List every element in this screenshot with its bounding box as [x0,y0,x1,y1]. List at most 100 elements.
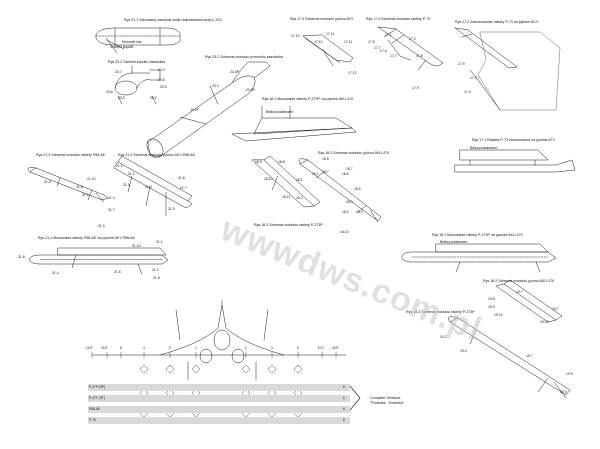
p88ae-missile-drawing [27,167,109,203]
loadout-row-band [88,406,350,413]
figure-caption: Rys.21.3 Schemat montażu rakiety P88-AE [36,153,106,157]
figure-caption: Rys.23.2 Schemat montażu przewodu zasobn… [205,55,283,59]
p273p-mount-detail [448,316,571,399]
part-callout: 23.6 [106,90,113,94]
part-callout: 18.9 [255,160,262,164]
loadout-row-name: P88-AE [89,407,100,411]
loadout-row-name: P-27Т (ЭТ) [89,396,105,400]
loadout-row-count: 6 [343,385,345,389]
loadout-row-count: 6 [343,418,345,422]
part-callout: 19.4 [460,349,467,353]
part-callout: 21.10 [132,244,141,248]
figure-caption: Rys.18.2 Schemat montażu pylonu AKU-470 [318,151,390,155]
part-callout: 17.5 [368,40,375,44]
part-callout: 18.5 [342,172,349,176]
annotation-label: Belka podwieszeń [266,110,294,114]
part-callout: 23.1P [190,108,199,112]
part-callout: 21.9 [98,224,105,228]
part-callout: 18.1 [296,178,303,182]
part-callout: 23.2 [150,96,157,100]
part-callout: 21.9 [168,207,175,211]
part-callout: 18.10 [340,230,349,234]
p73-bcv-mount-drawing [454,27,561,111]
figure-caption: Rys.17.2 Zamocowanie rakiety P-73 na pyl… [455,20,539,24]
station-label: OUT [86,346,93,350]
part-callout: 19.6 [560,390,567,394]
station-label: 3 [271,346,273,350]
loadout-row-band [88,384,350,391]
p73-atv-side-drawing [454,149,576,173]
figure-caption: Rys.17.4 Schemat montażu rakiety P-73 [366,17,431,21]
part-callout: 18.11 [282,195,291,199]
aku470-mount-detail [495,279,563,323]
station-label: 5 [297,346,299,350]
p88ae-on-pylon-drawing [29,247,169,275]
loadout-row-count: 6 [343,407,345,411]
part-callout: 21.2 [152,268,159,272]
station-label: 8 [120,346,122,350]
loadout-row-name: P-73 [89,418,96,422]
pylon-atv-drawing [302,34,354,67]
station-label: 2 [169,346,171,350]
part-callout: 19.7 [516,290,523,294]
part-callout: 17.11 [326,32,335,36]
part-callout: 18.10 [264,177,273,181]
figure-caption: Rys.21.2 Schemat montażu pylonu AKY-P88-… [118,153,195,157]
station-label: OUT [101,346,108,350]
aircraft-front-view [91,299,347,381]
part-callout: 17.8 [416,54,423,58]
part-callout: 17.12 [348,71,357,75]
part-callout: 21.6 [114,270,121,274]
part-callout: 23.7 [115,70,122,74]
part-callout: 21.1 [156,240,163,244]
part-callout: 18.3 [346,200,353,204]
part-callout: 21.3 [123,183,130,187]
figure-caption: Rys.23.2 Szkielet kopułki zasobnika [108,60,166,64]
part-callout: 23.8 [158,78,165,82]
part-callout: 19.2 [440,335,447,339]
part-callout: 23.2 [212,84,219,88]
part-callout: 19.1 [312,172,319,176]
part-callout: 17.7 [390,54,397,58]
figure-caption: Rys.17.3 Schemat montażu pylonu ATV [290,17,354,21]
figure-caption: Rys.18.3 Schemat montażu rakiety P-273P [406,310,475,314]
part-callout: 17.9 [412,86,419,90]
legend-line-2: "Podeńka - Podeńka" [370,401,405,405]
part-callout: 23.3 [118,96,125,100]
aku470-pylon-drawing [251,155,321,208]
part-callout: 19.9 [488,305,495,309]
part-callout: 21.2 [128,172,135,176]
annotation-label: Belka podwieszeń [470,146,498,150]
legend-arrow [349,385,361,411]
part-callout: 23.8P [246,88,255,92]
part-callout: 18.7 [322,170,329,174]
part-callout: 17.11 [344,40,353,44]
p273p-missile-drawing [298,158,382,223]
station-ticks [91,351,337,359]
loadout-row-band [88,417,350,424]
station-label: 4 [143,346,145,350]
part-callout: 17.10 [291,34,300,38]
part-callout: 23.4 [158,68,165,72]
ecm-pod-drawing [95,27,181,54]
part-callout: 18.4 [356,210,363,214]
pod-mount-drawing [146,61,271,158]
legend-line-1: Complete Versions: [370,396,402,400]
part-callout: 21.3 [145,185,152,189]
part-callout: 17.4 [464,90,471,94]
station-label: 1 [195,346,197,350]
loadout-row-count: 6 [343,396,345,400]
part-callout: 23.3P [230,70,239,74]
part-callout: 17.9 [458,62,465,66]
part-callout: 21.8 [178,176,185,180]
part-callout: 18.8 [278,160,285,164]
station-label: 2 [245,346,247,350]
loadout-row-name: P-27P (ЭР) [89,385,106,389]
station-label: ECT [318,346,325,350]
part-callout: 21.8 [44,180,51,184]
part-callout: 21.5 [82,193,89,197]
part-callout: 19.8 [488,297,495,301]
part-callout: 21.4 [108,196,115,200]
part-callout: 21.6 [76,185,83,189]
